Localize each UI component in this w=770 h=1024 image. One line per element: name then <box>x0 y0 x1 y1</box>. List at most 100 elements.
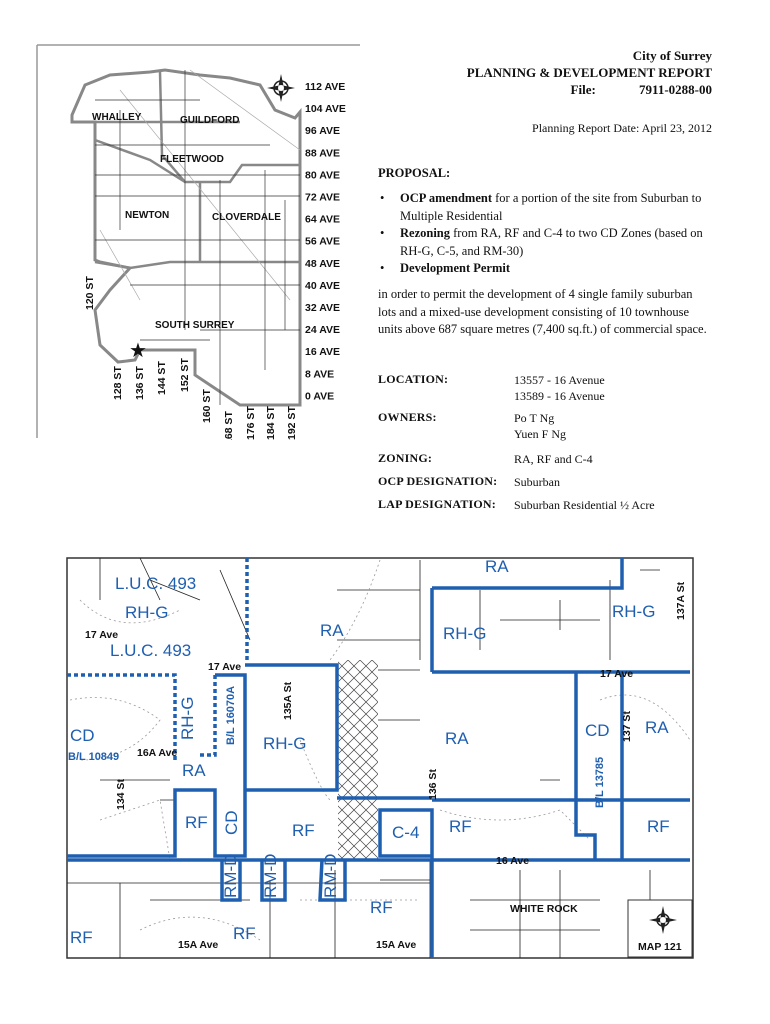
avenue-label: 112 AVE <box>305 81 345 93</box>
zone-label: RA <box>320 621 344 640</box>
zone-label: RM-D <box>321 854 340 898</box>
zone-label: RF <box>70 928 93 947</box>
zone-label: RF <box>233 924 256 943</box>
region-label: GUILDFORD <box>180 115 239 126</box>
avenue-label: 32 AVE <box>305 302 340 314</box>
proposal-purpose: in order to permit the development of 4 … <box>378 287 707 336</box>
zoning-label: ZONING: <box>378 451 433 465</box>
map-number: MAP 121 <box>638 941 682 953</box>
road-label: 16 Ave <box>496 855 529 867</box>
proposal-list: OCP amendment for a portion of the site … <box>378 190 708 278</box>
site-location-star-icon: ★ <box>129 340 147 362</box>
compass-rose-icon <box>649 906 677 934</box>
zone-label: L.U.C. 493 <box>115 574 196 593</box>
proposal-item: OCP amendment for a portion of the site … <box>378 190 708 225</box>
road-label: 17 Ave <box>85 629 118 641</box>
zone-label: RH-G <box>125 603 168 622</box>
road-label: 137A St <box>675 581 687 620</box>
avenue-label: 96 AVE <box>305 125 340 137</box>
file-number: 7911-0288-00 <box>639 82 712 97</box>
street-label: 184 ST <box>265 406 277 440</box>
lap-designation-label: LAP DESIGNATION: <box>378 497 496 511</box>
road-label: 15A Ave <box>178 939 218 951</box>
road-label: 135A St <box>282 681 294 720</box>
street-label: 176 ST <box>245 406 257 440</box>
zone-label: RM-D <box>221 854 240 898</box>
proposal-item: Development Permit <box>378 260 708 278</box>
avenue-label: 64 AVE <box>305 214 340 226</box>
avenue-label: 88 AVE <box>305 147 340 159</box>
avenue-label: 0 AVE <box>305 390 334 402</box>
report-title: PLANNING & DEVELOPMENT REPORT <box>466 65 712 80</box>
road-label: 134 St <box>115 779 127 810</box>
bylaw-label: B/L 10849 <box>68 751 119 763</box>
avenue-label: 40 AVE <box>305 280 340 292</box>
zone-label: RA <box>485 557 509 576</box>
street-label: 160 ST <box>201 389 213 423</box>
proposal-item: Rezoning from RA, RF and C-4 to two CD Z… <box>378 225 708 260</box>
street-label: 144 ST <box>156 361 168 395</box>
compass-rose-icon <box>267 74 295 102</box>
location-label: LOCATION: <box>378 372 449 386</box>
zoning-value: RA, RF and C-4 <box>514 452 593 466</box>
zone-label: RA <box>645 718 669 737</box>
road-label: 15A Ave <box>376 939 416 951</box>
avenue-label: 8 AVE <box>305 368 334 380</box>
lap-designation-value: Suburban Residential ½ Acre <box>514 498 655 512</box>
zone-label: RF <box>647 817 670 836</box>
owners-label: OWNERS: <box>378 410 437 424</box>
zone-label: C-4 <box>392 823 419 842</box>
road-label: 16A Ave <box>137 747 177 759</box>
avenue-label: 72 AVE <box>305 192 340 204</box>
street-label: 128 ST <box>112 366 124 400</box>
region-label: NEWTON <box>125 210 169 221</box>
region-label: WHALLEY <box>92 112 142 123</box>
surrey-overview-map: ★ 112 AVE 104 AVE 96 AVE 88 AVE 80 AVE 72 AVE… <box>36 44 360 440</box>
bylaw-label: B/L 16070A <box>225 686 237 745</box>
region-label: SOUTH SURREY <box>155 320 235 331</box>
file-label: File: <box>570 82 596 97</box>
bylaw-label: B/L 13785 <box>594 757 606 808</box>
road-label: 17 Ave <box>600 668 633 680</box>
zone-label: RF <box>449 817 472 836</box>
region-label: FLEETWOOD <box>160 154 224 165</box>
zone-label: RF <box>370 898 393 917</box>
street-label: 136 ST <box>134 366 146 400</box>
ocp-designation-value: Suburban <box>514 475 560 489</box>
zone-label: RA <box>182 761 206 780</box>
zone-label: RF <box>185 813 208 832</box>
avenue-label: 80 AVE <box>305 169 340 181</box>
zone-label: RH-G <box>612 602 655 621</box>
city-name: City of Surrey <box>632 48 712 63</box>
zone-label: RH-G <box>178 697 197 740</box>
zone-label: RA <box>445 729 469 748</box>
avenue-label: 16 AVE <box>305 346 340 358</box>
report-date: Planning Report Date: April 23, 2012 <box>532 121 712 135</box>
zone-label: CD <box>222 810 241 835</box>
road-label: 17 Ave <box>208 661 241 673</box>
street-label: 152 ST <box>179 358 191 392</box>
avenue-label: 24 AVE <box>305 324 340 336</box>
file-number-row: File: 7911-0288-00 <box>571 82 712 98</box>
zone-label: L.U.C. 493 <box>110 641 191 660</box>
avenue-label: 56 AVE <box>305 236 340 248</box>
zone-label: RM-D <box>261 854 280 898</box>
zone-label: CD <box>585 721 610 740</box>
zone-label: RH-G <box>263 734 306 753</box>
road-label: 136 St <box>427 769 439 800</box>
zone-label: CD <box>70 726 95 745</box>
street-label: 168 ST <box>223 411 235 440</box>
road-label: 137 St <box>621 711 633 742</box>
region-label: CLOVERDALE <box>212 212 281 223</box>
avenue-label: 48 AVE <box>305 258 340 270</box>
avenue-label: 104 AVE <box>305 103 346 115</box>
zone-label: RH-G <box>443 624 486 643</box>
proposal-heading: PROPOSAL: <box>378 166 451 180</box>
street-label: 120 ST <box>84 276 96 310</box>
street-label: 192 ST <box>286 406 298 440</box>
place-label: WHITE ROCK <box>510 903 578 915</box>
